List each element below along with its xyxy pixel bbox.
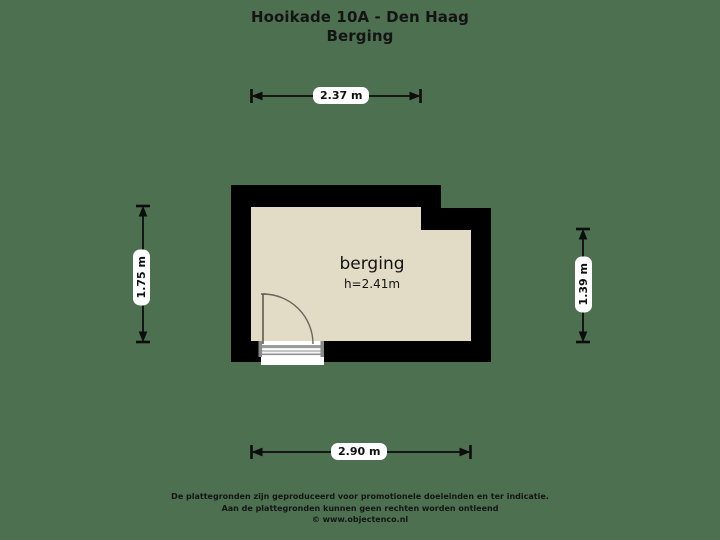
door-swing (261, 293, 314, 345)
page-title-subtitle: Berging (326, 27, 394, 45)
door-opening (261, 341, 324, 365)
page-title: Hooikade 10A - Den Haag Berging (0, 8, 720, 46)
door-threshold (258, 341, 324, 357)
dimension-label-bottom: 2.90 m (331, 443, 388, 460)
footer-line-2: Aan de plattegronden kunnen geen rechten… (221, 503, 499, 513)
dimension-label-top: 2.37 m (313, 87, 370, 104)
footer-line-1: De plattegronden zijn geproduceerd voor … (171, 492, 549, 501)
page-title-address: Hooikade 10A - Den Haag (250, 8, 470, 26)
room-height-label: h=2.41m (343, 277, 401, 291)
footer-disclaimer: De plattegronden zijn geproduceerd voor … (0, 491, 720, 526)
dimension-label-left: 1.75 m (133, 249, 150, 306)
footer-line-3-copyright: © www.objectenco.nl (311, 515, 409, 524)
dimension-label-right: 1.39 m (575, 256, 592, 313)
room-floor (251, 207, 471, 341)
room-name-label: berging (339, 254, 405, 274)
